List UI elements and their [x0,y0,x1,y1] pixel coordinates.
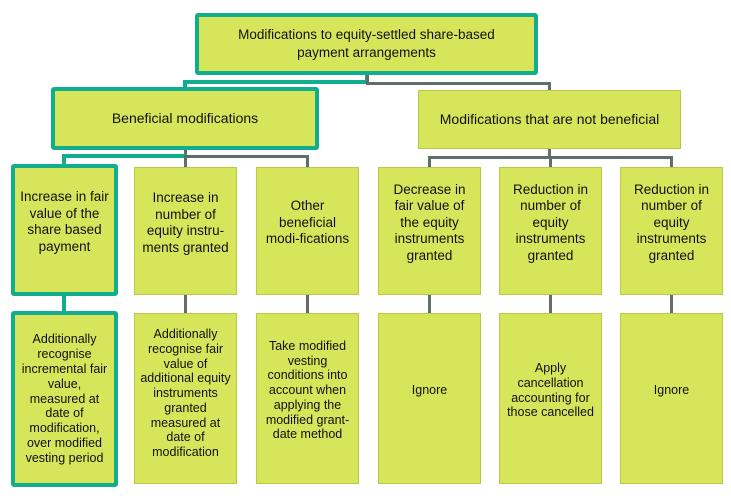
not-beneficial-modifications-label: Modifications that are not beneficial [439,111,660,128]
connector-beneficial-col2 [184,155,187,167]
condition-label: Increase in fair value of the share base… [20,189,109,254]
condition-label: Decrease in fair value of the equity ins… [393,181,466,263]
connector-col1-down [62,294,66,314]
condition-node: Reduction in number of equity instrument… [499,167,602,295]
treatment-label: Apply cancellation accounting for those … [507,360,594,420]
beneficial-modifications-node: Beneficial modifications [51,87,319,150]
connector-col4-down [428,295,431,313]
connector-root-to-beneficial-v2 [183,80,187,90]
connector-root-to-not-beneficial-v2 [548,82,551,91]
connector-not-beneficial-col6 [670,156,673,167]
connector-col5-down [549,295,552,313]
connector-not-beneficial-col5 [549,156,552,167]
connector-not-beneficial-col4 [428,156,431,167]
connector-col3-down [306,295,309,313]
condition-label: Reduction in number of equity instrument… [512,181,589,263]
connector-beneficial-teal-v [62,154,66,166]
connector-root-to-not-beneficial-h [366,82,551,85]
connector-col6-down [670,295,673,313]
treatment-label: Take modified vesting conditions into ac… [265,338,350,442]
treatment-label: Additionally recognise incremental fair … [21,332,108,465]
connector-root-to-not-beneficial-v1 [366,74,369,84]
condition-node: Increase in fair value of the share base… [11,164,118,296]
root-node: Modifications to equity-settled share-ba… [195,13,538,75]
connector-root-to-beneficial-h [183,80,369,84]
treatment-label: Ignore [411,383,448,398]
connector-beneficial-down [184,148,187,158]
root-node-label: Modifications to equity-settled share-ba… [238,27,495,60]
connector-beneficial-gray-h [184,155,309,158]
treatment-node: Apply cancellation accounting for those … [499,313,602,484]
connector-not-beneficial-down [548,148,551,158]
condition-node: Increase in number of equity instru-ment… [134,167,237,295]
condition-label: Increase in number of equity instru-ment… [142,190,229,255]
treatment-label: Additionally recognise fair value of add… [140,326,231,460]
connector-beneficial-col3 [306,155,309,167]
treatment-label: Ignore [653,383,690,398]
connector-beneficial-teal-h [62,154,187,158]
condition-node: Reduction in number of equity instrument… [620,167,723,295]
condition-label: Reduction in number of equity instrument… [633,181,710,263]
treatment-node: Additionally recognise fair value of add… [134,313,237,484]
connector-col2-down [184,295,187,313]
treatment-node: Ignore [620,313,723,484]
treatment-node: Ignore [378,313,481,484]
condition-node: Other beneficial modi-fications [256,167,359,295]
condition-label: Other beneficial modi-fications [265,198,350,247]
treatment-node: Take modified vesting conditions into ac… [256,313,359,484]
not-beneficial-modifications-node: Modifications that are not beneficial [418,90,681,149]
treatment-node: Additionally recognise incremental fair … [11,311,118,487]
beneficial-modifications-label: Beneficial modifications [111,110,259,127]
condition-node: Decrease in fair value of the equity ins… [378,167,481,295]
